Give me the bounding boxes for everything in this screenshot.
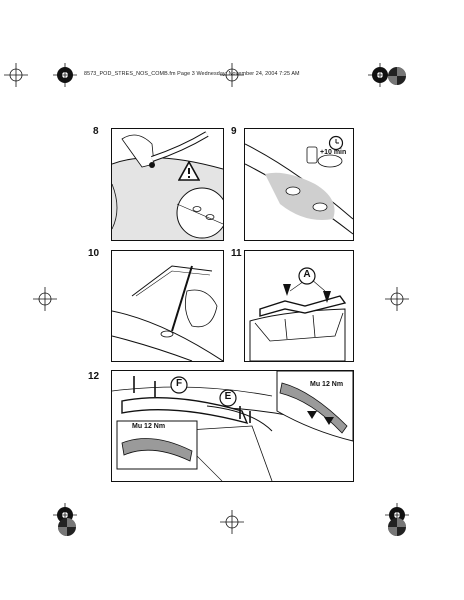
crosshair-mark-icon	[220, 510, 244, 534]
callout-label-f: F	[175, 378, 183, 389]
step-11-illustration	[249, 278, 347, 361]
step-12-illustration	[112, 371, 353, 481]
torque-label-left: Mu 12 Nm	[132, 423, 166, 430]
crosshair-mark-icon	[33, 287, 57, 311]
step-number: 12	[88, 371, 100, 382]
step-8-panel	[111, 128, 224, 241]
registration-mark-solid-icon	[388, 518, 406, 536]
crosshair-mark-icon	[4, 63, 28, 87]
callout-circle-icon	[298, 267, 316, 285]
callout-circle-icon	[170, 376, 188, 394]
callout-circle-icon	[219, 389, 237, 407]
time-label: +10 min	[320, 149, 347, 156]
step-11-panel: A	[244, 250, 354, 362]
step-9-panel: +10 min	[244, 128, 354, 241]
registration-mark-icon	[53, 63, 77, 87]
step-12-panel: F E Mu 12 Nm Mu 12 Nm	[111, 370, 354, 482]
callout-label: A	[303, 269, 311, 280]
step-number: 8	[93, 126, 99, 137]
step-number: 10	[88, 248, 100, 259]
crosshair-mark-icon	[220, 63, 244, 87]
registration-mark-solid-icon	[58, 518, 76, 536]
clock-icon	[328, 135, 344, 151]
step-10-panel	[111, 250, 224, 362]
file-header: 8573_POD_STRES_NOS_COMB.fm Page 3 Wednes…	[84, 71, 300, 77]
torque-label-right: Mu 12 Nm	[310, 381, 344, 388]
step-number: 11	[231, 248, 242, 259]
warning-triangle-icon	[178, 161, 200, 181]
registration-mark-solid-icon	[388, 67, 406, 85]
registration-mark-icon	[368, 63, 392, 87]
step-10-illustration	[112, 265, 223, 361]
step-number: 9	[231, 126, 237, 137]
callout-label-e: E	[224, 391, 232, 402]
crosshair-mark-icon	[385, 287, 409, 311]
step-9-illustration	[245, 143, 353, 235]
step-8-illustration	[112, 131, 223, 240]
